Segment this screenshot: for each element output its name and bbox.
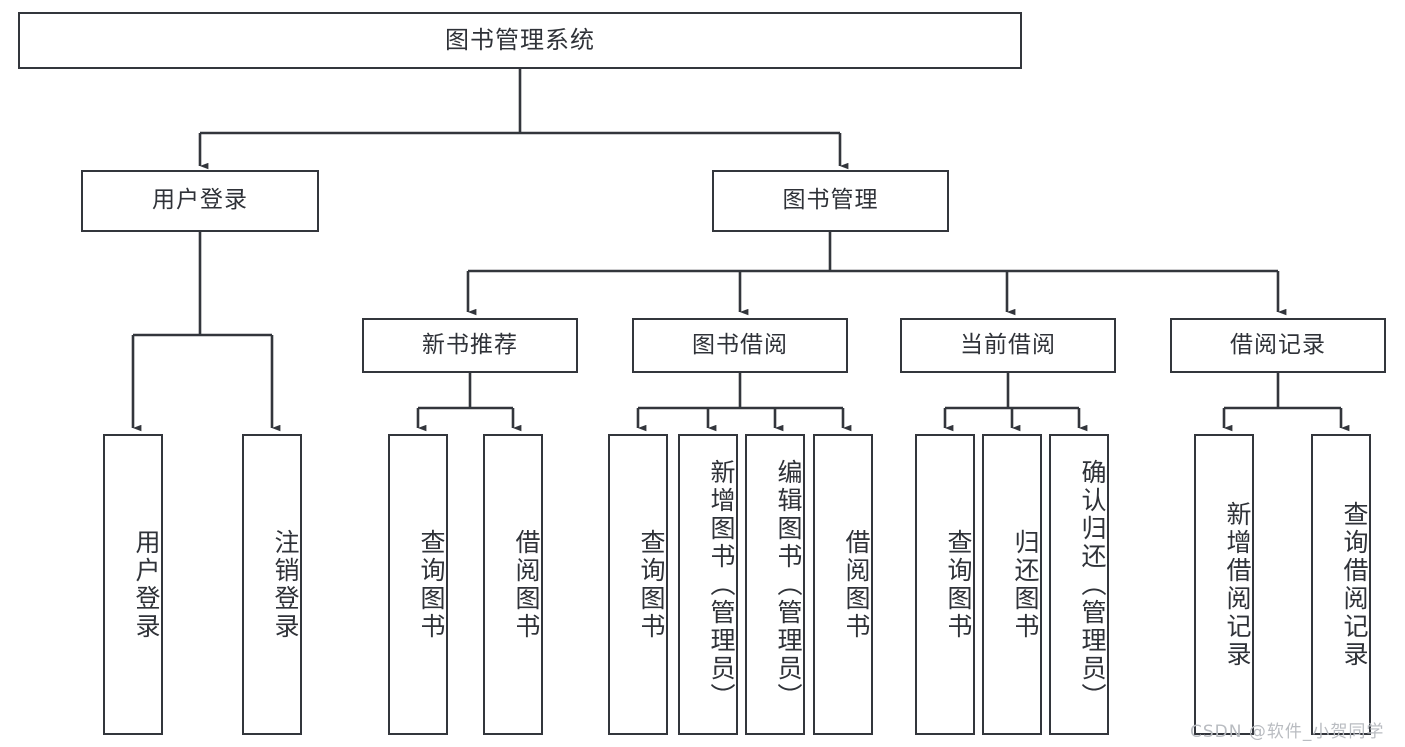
leaf-borrow-record-query[interactable]: 查询借阅记录 bbox=[1311, 434, 1371, 735]
leaf-label: 新增图书（管理员） bbox=[707, 458, 736, 711]
leaf-label: 借阅图书 bbox=[842, 528, 871, 641]
leaf-label: 确认归还（管理员） bbox=[1078, 458, 1107, 711]
leaf-book-borrow-add[interactable]: 新增图书（管理员） bbox=[678, 434, 738, 735]
node-root-system[interactable]: 图书管理系统 bbox=[18, 12, 1022, 69]
node-user-login[interactable]: 用户登录 bbox=[81, 170, 319, 232]
node-new-book-recommend[interactable]: 新书推荐 bbox=[362, 318, 578, 373]
node-borrow-record[interactable]: 借阅记录 bbox=[1170, 318, 1386, 373]
leaf-label: 注销登录 bbox=[271, 528, 300, 641]
leaf-label: 查询图书 bbox=[417, 528, 446, 641]
leaf-borrow-record-add[interactable]: 新增借阅记录 bbox=[1194, 434, 1254, 735]
leaf-label: 查询借阅记录 bbox=[1340, 500, 1369, 669]
leaf-user-login-logout[interactable]: 注销登录 bbox=[242, 434, 302, 735]
leaf-book-borrow-edit[interactable]: 编辑图书（管理员） bbox=[745, 434, 805, 735]
csdn-watermark: CSDN @软件_小贺同学 bbox=[1190, 722, 1385, 742]
leaf-label: 编辑图书（管理员） bbox=[774, 458, 803, 711]
leaf-label: 归还图书 bbox=[1011, 528, 1040, 641]
node-current-borrow[interactable]: 当前借阅 bbox=[900, 318, 1116, 373]
node-book-management[interactable]: 图书管理 bbox=[712, 170, 949, 232]
leaf-book-borrow-query[interactable]: 查询图书 bbox=[608, 434, 668, 735]
leaf-label: 查询图书 bbox=[637, 528, 666, 641]
leaf-label: 用户登录 bbox=[132, 528, 161, 641]
leaf-label: 借阅图书 bbox=[512, 528, 541, 641]
leaf-current-borrow-return[interactable]: 归还图书 bbox=[982, 434, 1042, 735]
leaf-new-book-borrow[interactable]: 借阅图书 bbox=[483, 434, 543, 735]
leaf-current-borrow-confirm-return[interactable]: 确认归还（管理员） bbox=[1049, 434, 1109, 735]
leaf-new-book-query[interactable]: 查询图书 bbox=[388, 434, 448, 735]
leaf-current-borrow-query[interactable]: 查询图书 bbox=[915, 434, 975, 735]
leaf-label: 新增借阅记录 bbox=[1223, 500, 1252, 669]
leaf-user-login-login[interactable]: 用户登录 bbox=[103, 434, 163, 735]
leaf-book-borrow-borrow[interactable]: 借阅图书 bbox=[813, 434, 873, 735]
leaf-label: 查询图书 bbox=[944, 528, 973, 641]
node-book-borrow[interactable]: 图书借阅 bbox=[632, 318, 848, 373]
